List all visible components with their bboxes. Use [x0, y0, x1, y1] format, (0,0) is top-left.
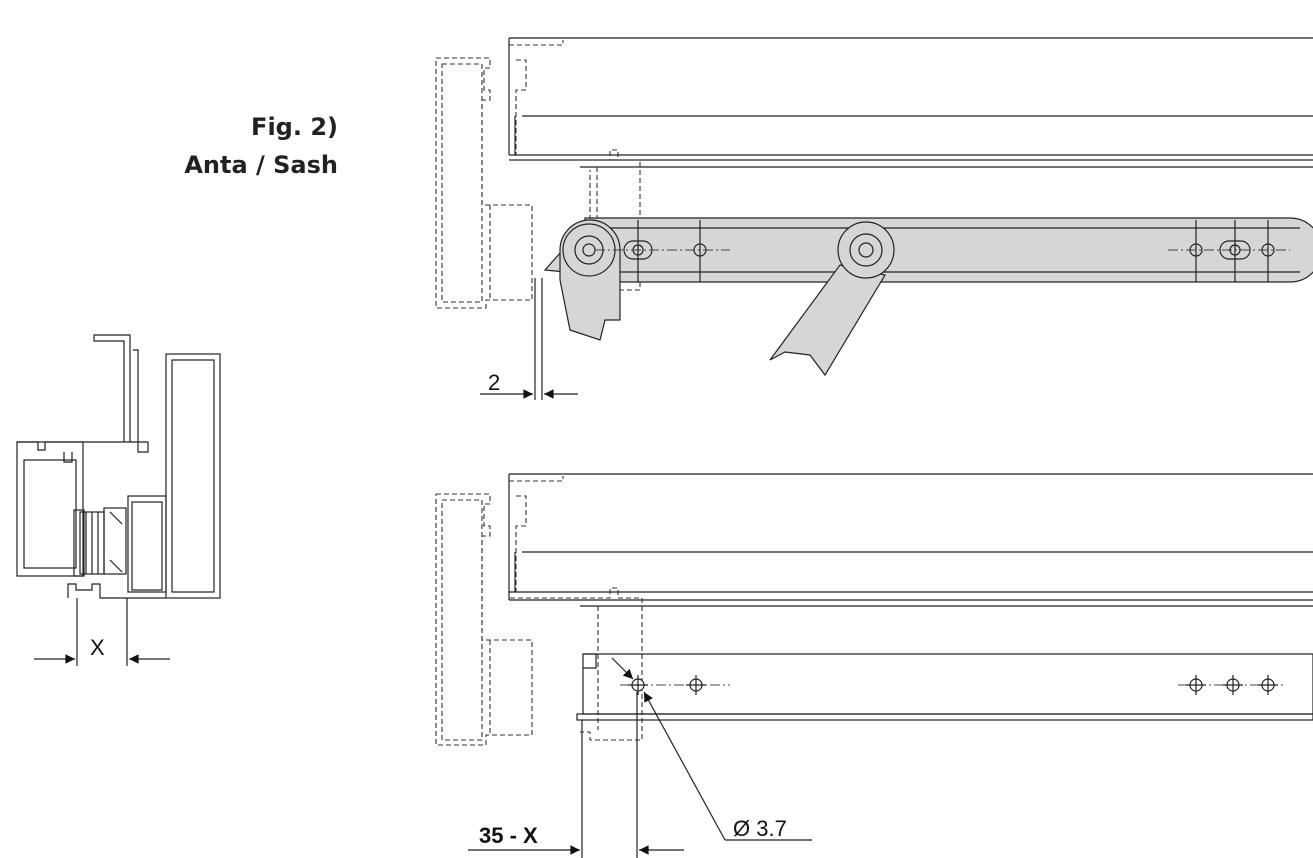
dim-diameter-label: Ø 3.7	[733, 816, 787, 841]
figure-number: Fig. 2)	[251, 113, 338, 141]
top-view: 2	[435, 37, 1313, 400]
bottom-view: Ø 3.7 35 - X	[435, 473, 1313, 858]
dim-offset-label: 35 - X	[479, 823, 538, 848]
figure-title: Fig. 2) Anta / Sash	[150, 108, 338, 184]
figure-subtitle: Anta / Sash	[184, 151, 338, 179]
dim-gap-label: 2	[488, 370, 500, 395]
profile-section: X	[16, 334, 221, 666]
dim-x-label: X	[90, 635, 105, 660]
